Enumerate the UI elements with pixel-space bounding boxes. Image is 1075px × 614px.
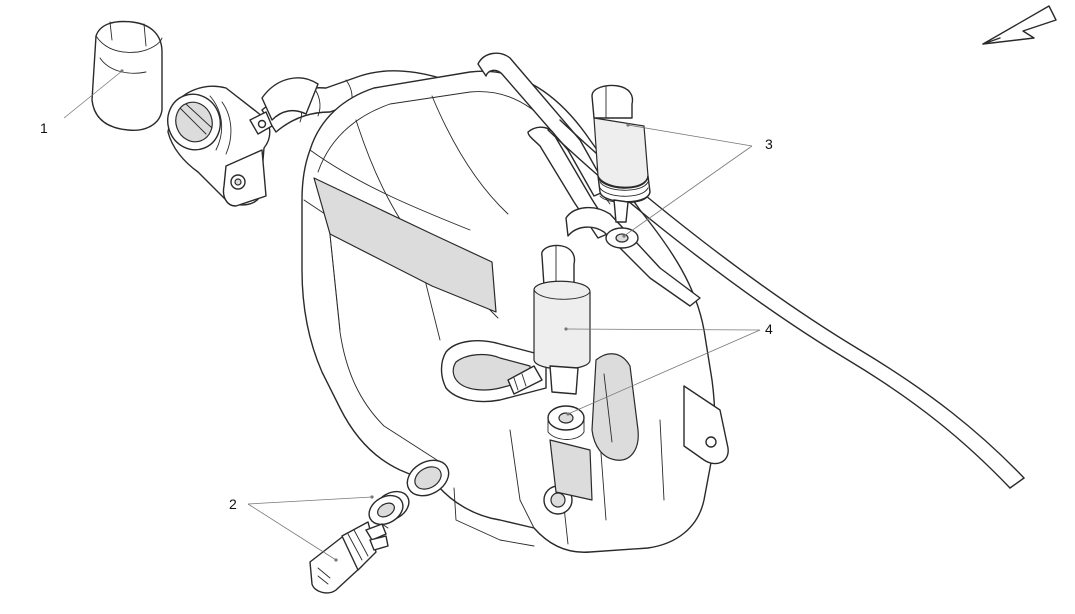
filler-cap: [91, 20, 163, 131]
washer-pump-lower: [533, 244, 591, 440]
direction-arrow-icon: [982, 5, 1057, 45]
washer-pump-upper: [591, 84, 651, 249]
callout-2: 2: [229, 496, 237, 512]
level-sensor-grommet: [368, 459, 450, 526]
callout-3: 3: [765, 136, 773, 152]
callout-1: 1: [40, 120, 48, 136]
leader-lines: [63, 69, 761, 562]
upper-pipe: [477, 52, 701, 307]
callout-4: 4: [765, 321, 773, 337]
level-sensor: [309, 521, 389, 594]
filler-neck: [167, 85, 273, 207]
reservoir-tank: [301, 70, 729, 553]
